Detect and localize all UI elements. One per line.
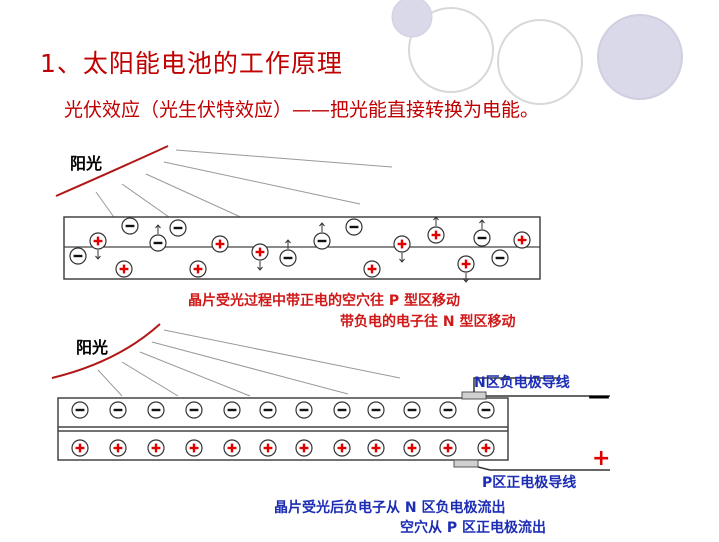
- hole-symbol: [477, 439, 495, 457]
- sun-label-2: 阳光: [76, 338, 109, 357]
- hole-symbol: [393, 235, 411, 263]
- n-electrode-label: N区负电极导线: [474, 375, 570, 391]
- hole-symbol: [71, 439, 89, 457]
- electron-symbol: [477, 401, 495, 419]
- p-electrode-label: P区正电极导线: [482, 475, 577, 491]
- hole-symbol: [147, 439, 165, 457]
- electron-symbol: [279, 239, 297, 267]
- electron-symbol: [313, 222, 331, 250]
- hole-symbol: [211, 235, 229, 253]
- sun-arc: [51, 323, 161, 379]
- electron-symbol: [491, 249, 509, 267]
- caption-2-line1: 晶片受光后负电子从 N 区负电极流出: [274, 500, 506, 516]
- hole-symbol: [457, 255, 475, 283]
- sun-arc: [55, 145, 169, 197]
- sun-rays: [97, 329, 401, 397]
- electron-symbol: [403, 401, 421, 419]
- sun-rays: [95, 149, 393, 225]
- n-electrode: [461, 391, 487, 400]
- electron-symbol: [223, 401, 241, 419]
- hole-symbol: [333, 439, 351, 457]
- electron-symbol: [259, 401, 277, 419]
- electron-symbol: [295, 401, 313, 419]
- positive-terminal-sign: +: [592, 446, 611, 471]
- hole-symbol: [427, 216, 445, 244]
- p-wire: [477, 466, 610, 471]
- electron-symbol: [367, 401, 385, 419]
- hole-symbol: [115, 260, 133, 278]
- electron-symbol: [109, 401, 127, 419]
- electron-symbol: [439, 401, 457, 419]
- hole-symbol: [295, 439, 313, 457]
- hole-symbol: [439, 439, 457, 457]
- negative-terminal-sign: —: [588, 384, 610, 409]
- hole-symbol: [513, 231, 531, 249]
- decor-circle: [391, 0, 433, 38]
- electron-symbol: [185, 401, 203, 419]
- hole-symbol: [363, 260, 381, 278]
- electron-symbol: [69, 247, 87, 265]
- hole-symbol: [367, 439, 385, 457]
- page-title: 1、太阳能电池的工作原理: [40, 49, 343, 78]
- hole-symbol: [109, 439, 127, 457]
- electron-symbol: [333, 401, 351, 419]
- hole-symbol: [403, 439, 421, 457]
- hole-symbol: [185, 439, 203, 457]
- decor-circle: [597, 14, 683, 100]
- decor-circle: [408, 7, 494, 93]
- n-wire: [473, 377, 560, 392]
- electron-symbol: [149, 224, 167, 252]
- electron-symbol: [345, 218, 363, 236]
- hole-symbol: [259, 439, 277, 457]
- electron-symbol: [71, 401, 89, 419]
- hole-symbol: [251, 243, 269, 271]
- electron-symbol: [169, 219, 187, 237]
- caption-1-line1: 晶片受光过程中带正电的空穴往 P 型区移动: [188, 293, 461, 309]
- p-electrode: [453, 459, 479, 468]
- electron-symbol: [121, 217, 139, 235]
- wafer-2: [57, 397, 509, 461]
- page-subtitle: 光伏效应（光生伏特效应）——把光能直接转换为电能。: [64, 99, 540, 121]
- hole-symbol: [89, 232, 107, 260]
- caption-2-line2: 空穴从 P 区正电极流出: [400, 520, 547, 536]
- decor-circle: [497, 19, 583, 105]
- hole-symbol: [189, 260, 207, 278]
- electron-symbol: [147, 401, 165, 419]
- electron-symbol: [473, 219, 491, 247]
- sun-label-1: 阳光: [70, 154, 103, 173]
- caption-1-line2: 带负电的电子往 N 型区移动: [340, 314, 516, 330]
- hole-symbol: [223, 439, 241, 457]
